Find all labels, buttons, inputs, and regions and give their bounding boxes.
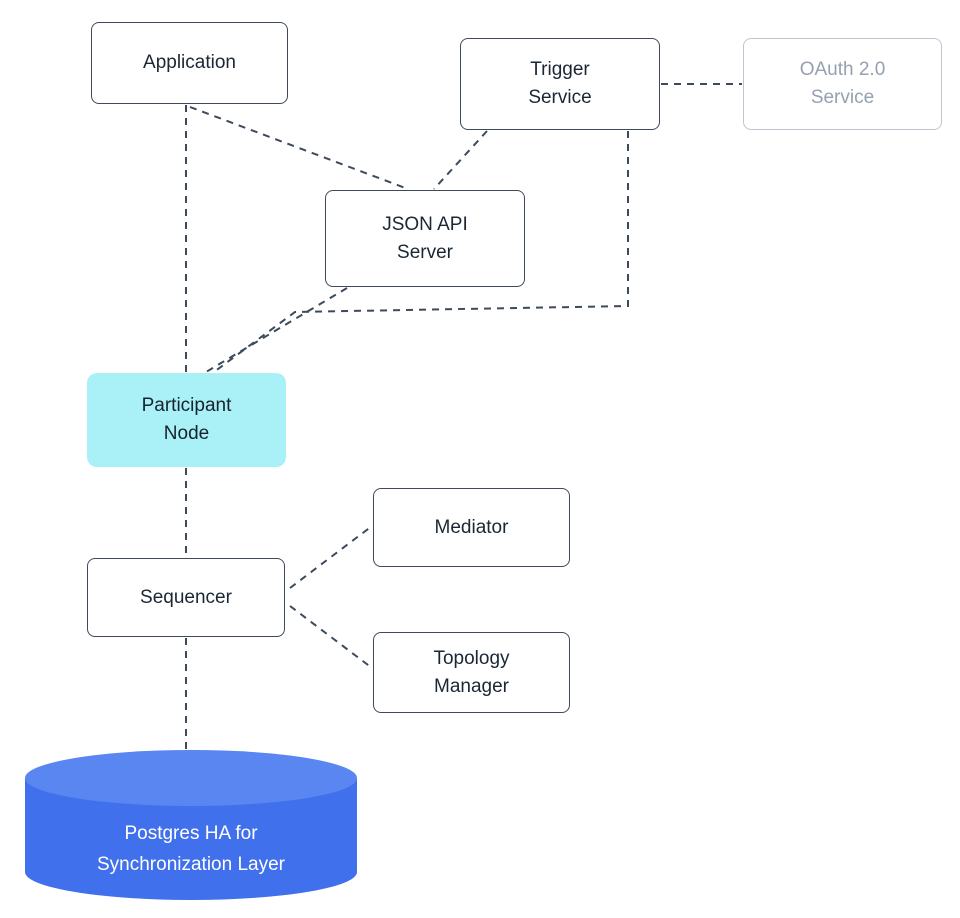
connector-json-api-server-participant-node <box>205 287 348 373</box>
node-topology-manager-label-line1: Topology <box>433 647 510 669</box>
node-mediator: Mediator <box>373 488 570 567</box>
connector-sequencer-mediator <box>289 525 373 589</box>
node-sequencer-label: Sequencer <box>140 586 232 608</box>
node-application-label: Application <box>143 52 236 73</box>
node-topology-manager: Topology Manager <box>373 632 570 713</box>
node-json-api-server: JSON API Server <box>325 190 525 287</box>
cylinder-body <box>25 778 357 900</box>
node-mediator-label: Mediator <box>434 516 509 538</box>
node-oauth-service-label-line2: Service <box>810 87 875 108</box>
node-postgres-db-label: Postgres HA for Synchronization Layer <box>25 818 357 880</box>
connector-application-json-api-server <box>189 106 409 190</box>
node-oauth-service-label-line1: OAuth 2.0 <box>799 59 886 80</box>
node-postgres-db-label-line2: Synchronization Layer <box>97 854 285 875</box>
node-participant-node-label-line2: Node <box>163 423 210 444</box>
node-json-api-server-label-line1: JSON API <box>382 213 468 235</box>
node-participant-node: Participant Node <box>87 373 286 467</box>
node-postgres-db-label-line1: Postgres HA for <box>124 823 258 844</box>
node-json-api-server-label-line2: Server <box>397 241 453 263</box>
node-participant-node-label-line1: Participant <box>141 395 232 416</box>
postgres-cylinder-shape <box>25 750 357 900</box>
node-sequencer: Sequencer <box>87 558 285 637</box>
connector-sequencer-topology-manager <box>289 605 373 669</box>
node-oauth-service: OAuth 2.0 Service <box>743 38 942 130</box>
cylinder-top <box>25 750 357 806</box>
node-topology-manager-label-line2: Manager <box>434 675 509 697</box>
node-trigger-service: Trigger Service <box>460 38 660 130</box>
connector-trigger-service-json-api-server <box>433 130 488 190</box>
node-trigger-service-label-line1: Trigger <box>530 59 590 80</box>
node-trigger-service-label-line2: Service <box>528 87 592 108</box>
connector-trigger-service-participant-node <box>213 131 629 373</box>
node-application: Application <box>91 22 288 104</box>
